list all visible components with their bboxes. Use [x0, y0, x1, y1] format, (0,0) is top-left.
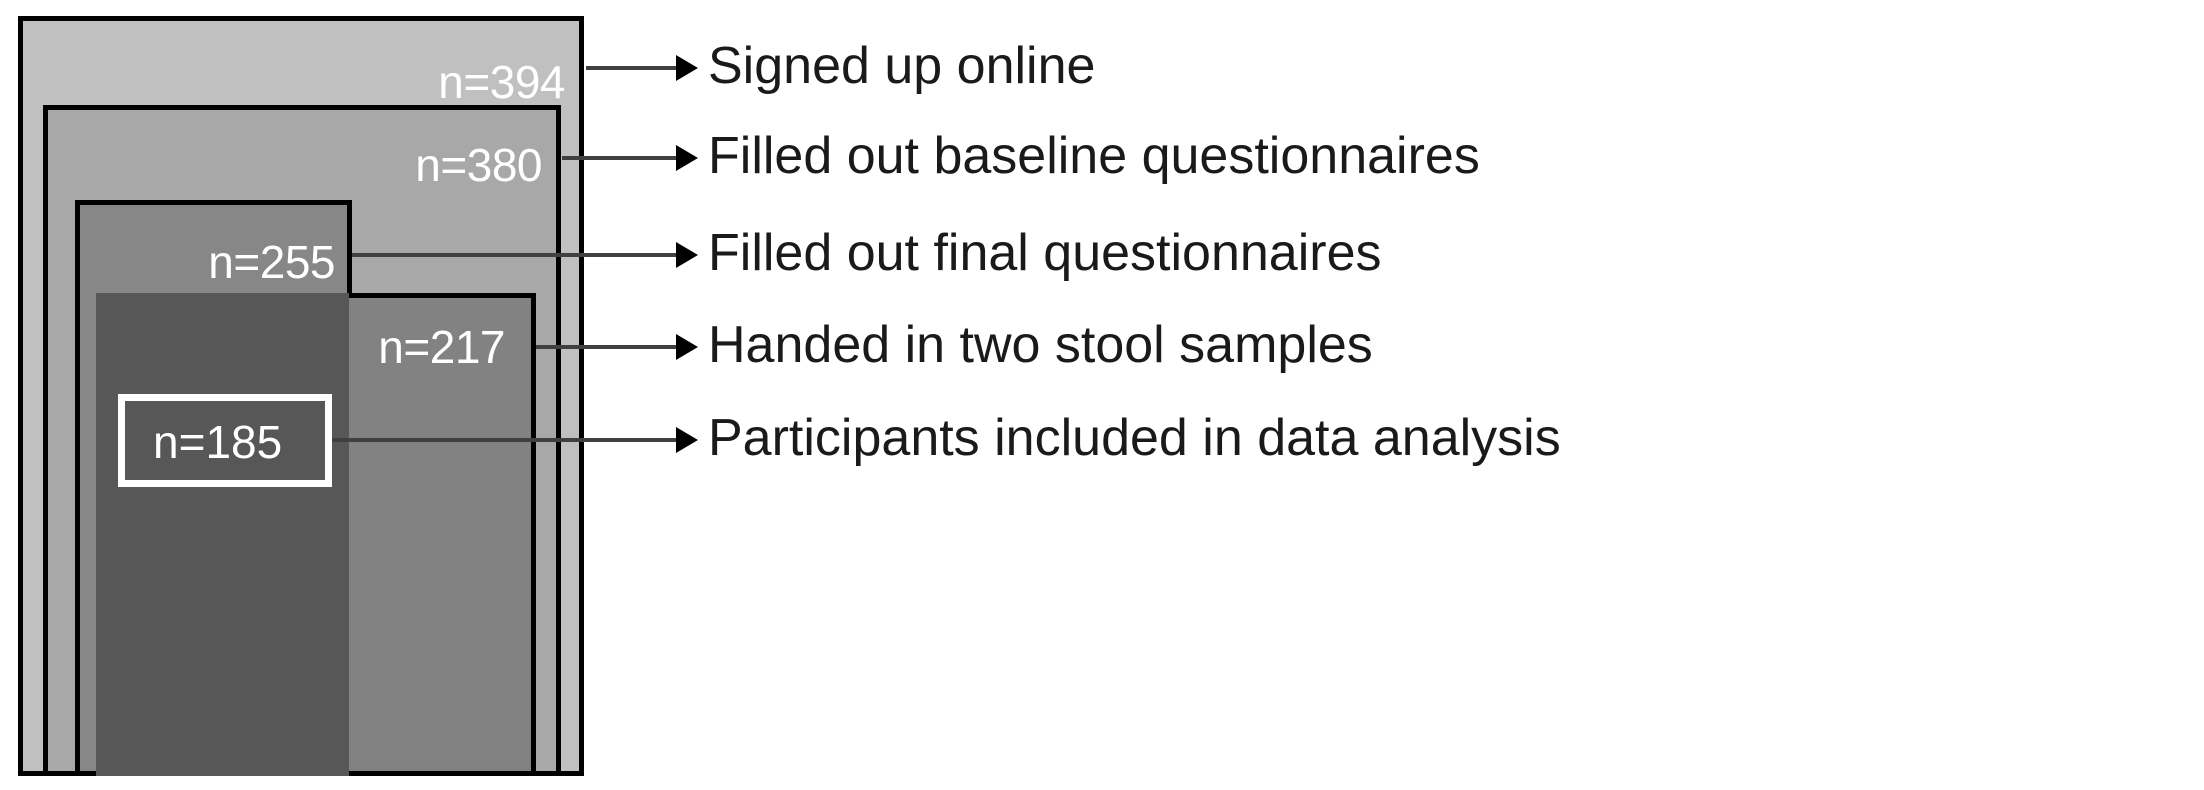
arrow-right-icon [676, 145, 698, 171]
leader-line [536, 345, 682, 349]
arrow-right-icon [676, 334, 698, 360]
callout-label-signed-up-online: Signed up online [708, 37, 1096, 95]
count-label-394: n=394 [438, 56, 565, 108]
leader-line [586, 66, 682, 70]
callout-label-stool-samples: Handed in two stool samples [708, 316, 1373, 374]
leader-line [332, 438, 682, 442]
set-fill-included-in-analysis [96, 293, 349, 776]
count-label-185: n=185 [153, 416, 283, 468]
arrow-right-icon [676, 55, 698, 81]
callout-label-included-in-analysis: Participants included in data analysis [708, 409, 1561, 467]
leader-line [562, 156, 682, 160]
callout-label-final-questionnaires: Filled out final questionnaires [708, 224, 1382, 282]
leader-line [352, 253, 682, 257]
count-label-217: n=217 [378, 321, 505, 373]
arrow-right-icon [676, 427, 698, 453]
callout-label-baseline-questionnaires: Filled out baseline questionnaires [708, 127, 1480, 185]
arrow-right-icon [676, 242, 698, 268]
count-label-255: n=255 [208, 236, 335, 288]
count-label-380: n=380 [415, 139, 542, 191]
set-box-included-in-analysis[interactable]: n=185 [118, 394, 332, 487]
